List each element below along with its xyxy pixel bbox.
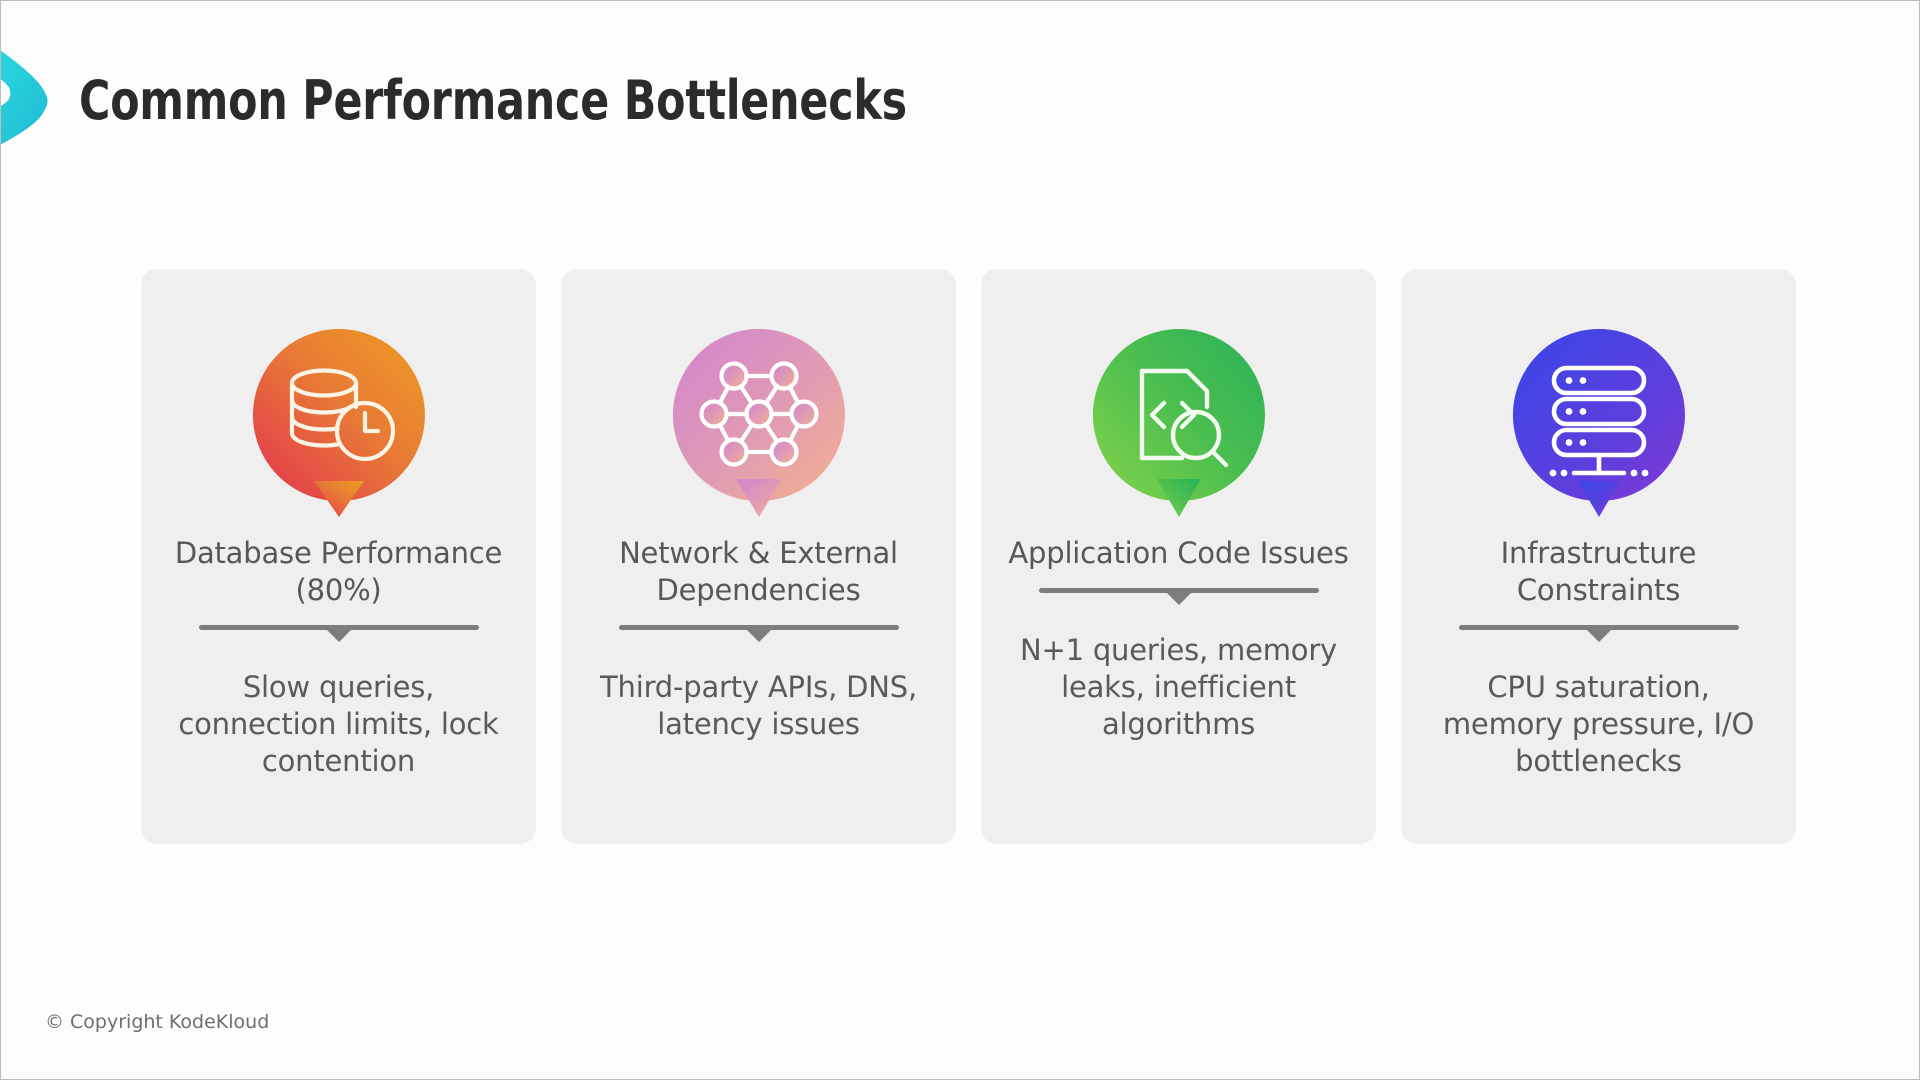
card-title: Application Code Issues — [1008, 536, 1349, 570]
copyright-footer: © Copyright KodeKloud — [45, 1011, 270, 1033]
chevron-logo-icon — [1, 19, 71, 167]
chevron-down-icon — [745, 629, 772, 643]
card-application-code[interactable]: Application Code Issues N+1 queries, mem… — [981, 269, 1376, 844]
card-database-performance[interactable]: Database Performance (80%) Slow queries,… — [141, 269, 536, 844]
card-divider — [1458, 625, 1739, 647]
network-mesh-icon — [666, 321, 852, 521]
card-network-dependencies[interactable]: Network & External Dependencies Third-pa… — [561, 269, 956, 844]
card-description: Slow queries, connection limits, lock co… — [178, 670, 499, 779]
card-description: N+1 queries, memory leaks, inefficient a… — [1019, 633, 1338, 742]
chevron-down-icon — [1165, 592, 1192, 606]
code-document-search-icon — [1086, 321, 1272, 521]
server-rack-icon — [1506, 321, 1692, 521]
database-clock-icon — [246, 321, 432, 521]
cards-row: Database Performance (80%) Slow queries,… — [141, 269, 1796, 844]
card-description: CPU saturation, memory pressure, I/O bot… — [1442, 670, 1755, 779]
divider-bar — [198, 625, 479, 631]
chevron-down-icon — [1585, 629, 1612, 643]
card-title: Network & External Dependencies — [619, 536, 898, 608]
card-divider — [1038, 588, 1319, 610]
card-description: Third-party APIs, DNS, latency issues — [600, 670, 917, 742]
divider-bar — [1458, 625, 1739, 631]
divider-bar — [618, 625, 899, 631]
card-title: Database Performance (80%) — [174, 536, 503, 608]
page-title: Common Performance Bottlenecks — [79, 69, 907, 132]
chevron-down-icon — [325, 629, 352, 643]
card-infrastructure-constraints[interactable]: Infrastructure Constraints CPU saturatio… — [1401, 269, 1796, 844]
divider-bar — [1038, 588, 1319, 594]
card-divider — [198, 625, 479, 647]
card-divider — [618, 625, 899, 647]
card-title: Infrastructure Constraints — [1500, 536, 1697, 608]
